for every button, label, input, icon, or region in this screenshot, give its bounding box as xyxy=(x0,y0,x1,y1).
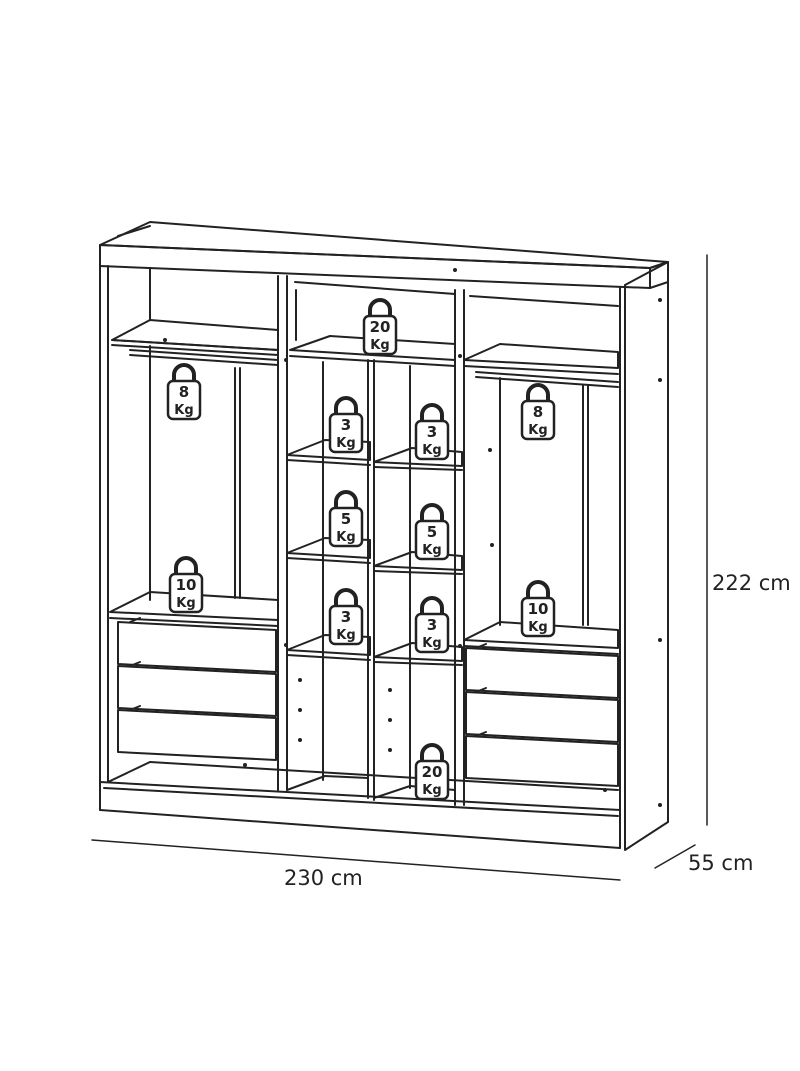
weight-badge-center-right-shelf-2: 5Kg xyxy=(414,503,450,561)
left-compartment xyxy=(109,319,279,761)
weight-badge-right-hanging-rail: 8Kg xyxy=(520,383,556,441)
weight-badge-center-right-shelf-3: 3Kg xyxy=(414,596,450,654)
height-dimension-label: 222 cm xyxy=(712,571,791,595)
padlock-shackle-icon xyxy=(334,588,358,608)
weight-unit: Kg xyxy=(336,628,355,643)
weight-value: 10 xyxy=(176,576,197,594)
weight-unit: Kg xyxy=(422,636,441,651)
padlock-body-icon xyxy=(166,379,202,421)
padlock-shackle-icon xyxy=(420,596,444,616)
weight-badge-left-hanging-rail: 8Kg xyxy=(166,363,202,421)
weight-unit: Kg xyxy=(336,530,355,545)
padlock-body-icon xyxy=(520,596,556,638)
weight-value: 5 xyxy=(427,523,437,541)
padlock-shackle-icon xyxy=(420,503,444,523)
weight-value: 3 xyxy=(341,416,351,434)
weight-value: 8 xyxy=(533,403,543,421)
padlock-shackle-icon xyxy=(334,396,358,416)
right-compartment xyxy=(463,295,619,787)
weight-unit: Kg xyxy=(528,620,547,635)
left-side-panel xyxy=(99,244,151,811)
padlock-shackle-icon xyxy=(334,490,358,510)
weight-unit: Kg xyxy=(176,596,195,611)
weight-value: 5 xyxy=(341,510,351,528)
shelf-pin-holes xyxy=(163,268,662,807)
center-top-compartment xyxy=(289,281,456,367)
top-slab xyxy=(99,221,669,289)
padlock-shackle-icon xyxy=(420,743,444,763)
padlock-body-icon xyxy=(414,759,450,801)
weight-unit: Kg xyxy=(528,423,547,438)
weight-badge-center-left-shelf-1: 3Kg xyxy=(328,396,364,454)
padlock-shackle-icon xyxy=(172,363,196,383)
base-plinth xyxy=(99,761,621,849)
padlock-shackle-icon xyxy=(420,403,444,423)
padlock-shackle-icon xyxy=(368,298,392,318)
padlock-body-icon xyxy=(328,604,364,646)
padlock-body-icon xyxy=(414,519,450,561)
padlock-body-icon xyxy=(362,314,398,356)
weight-unit: Kg xyxy=(370,338,389,353)
right-side-panel xyxy=(619,261,669,851)
padlock-shackle-icon xyxy=(526,383,550,403)
width-dimension-label: 230 cm xyxy=(284,866,363,890)
weight-value: 3 xyxy=(427,423,437,441)
padlock-shackle-icon xyxy=(174,556,198,576)
padlock-body-icon xyxy=(328,506,364,548)
weight-unit: Kg xyxy=(422,783,441,798)
center-shelves xyxy=(286,439,463,799)
weight-value: 20 xyxy=(370,318,391,336)
weight-value: 20 xyxy=(422,763,443,781)
weight-value: 10 xyxy=(528,600,549,618)
padlock-body-icon xyxy=(168,572,204,614)
weight-value: 3 xyxy=(427,616,437,634)
depth-dimension-label: 55 cm xyxy=(688,851,754,875)
weight-unit: Kg xyxy=(174,403,193,418)
weight-badge-center-left-shelf-2: 5Kg xyxy=(328,490,364,548)
weight-unit: Kg xyxy=(422,543,441,558)
vertical-dividers xyxy=(277,275,465,806)
weight-unit: Kg xyxy=(336,436,355,451)
padlock-shackle-icon xyxy=(526,580,550,600)
padlock-body-icon xyxy=(414,419,450,461)
weight-badge-center-left-shelf-3: 3Kg xyxy=(328,588,364,646)
padlock-body-icon xyxy=(414,612,450,654)
weight-unit: Kg xyxy=(422,443,441,458)
weight-badge-center-right-shelf-1: 3Kg xyxy=(414,403,450,461)
padlock-body-icon xyxy=(328,412,364,454)
dimension-lines xyxy=(91,254,708,881)
weight-value: 8 xyxy=(179,383,189,401)
weight-value: 3 xyxy=(341,608,351,626)
padlock-body-icon xyxy=(520,399,556,441)
